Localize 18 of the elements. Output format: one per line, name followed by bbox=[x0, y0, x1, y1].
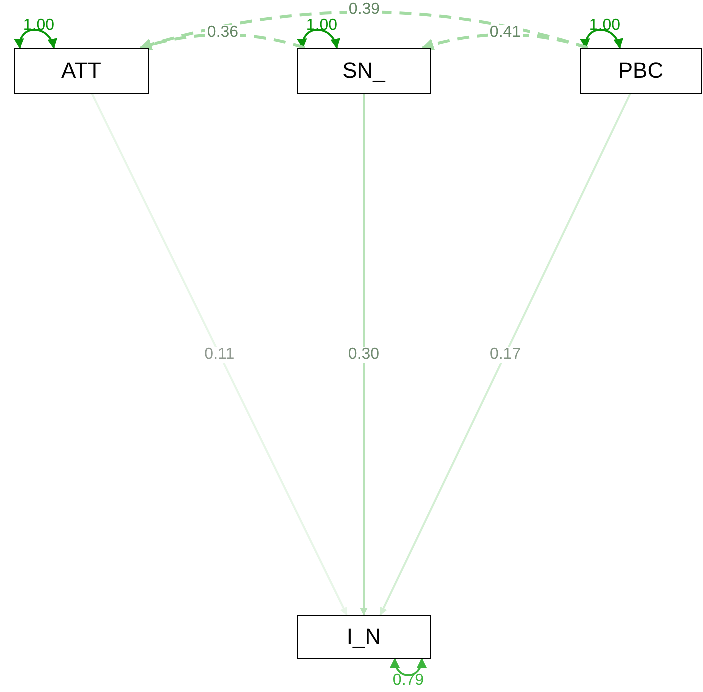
variable-box: PBC bbox=[580, 48, 702, 94]
edge-label: 0.30 bbox=[346, 346, 382, 362]
edge-label: 1.00 bbox=[22, 18, 56, 34]
edge-label: 1.00 bbox=[305, 18, 339, 34]
edge-label: 0.17 bbox=[488, 346, 524, 362]
variable-box: ATT bbox=[14, 48, 149, 94]
variance-loop-arrow bbox=[581, 29, 622, 49]
path-arrow bbox=[91, 94, 348, 616]
path-arrow bbox=[360, 94, 368, 616]
edge-label: 0.11 bbox=[202, 346, 237, 362]
variable-box: SN_ bbox=[297, 48, 431, 94]
variable-box: I_N bbox=[297, 615, 431, 659]
variance-loop-arrow bbox=[390, 658, 426, 676]
variance-loop-arrow bbox=[298, 29, 340, 49]
path-arrow bbox=[380, 94, 632, 616]
covariance-arrow bbox=[140, 10, 588, 51]
edge-label: 1.00 bbox=[588, 18, 622, 34]
variance-loop-arrow bbox=[15, 29, 56, 49]
